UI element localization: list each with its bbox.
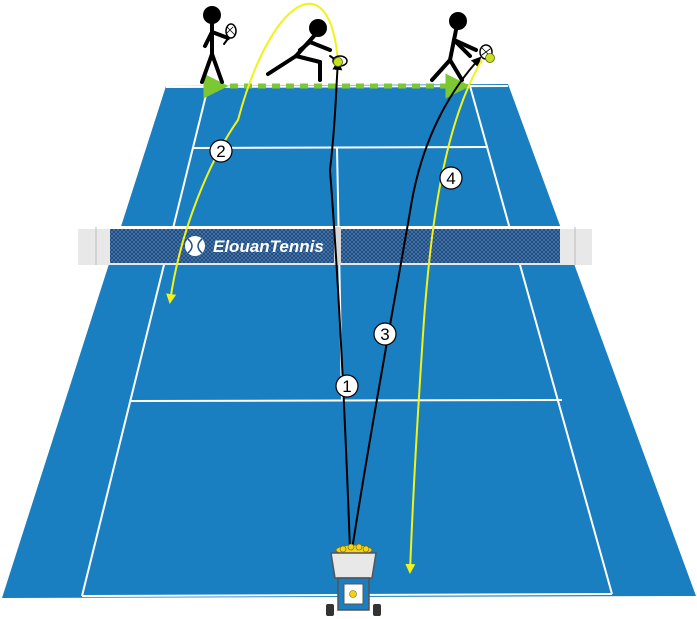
shot-label-1: 1 (335, 374, 359, 398)
shot-4-trajectory (405, 59, 483, 574)
court-surface (2, 84, 696, 598)
svg-text:4: 4 (446, 169, 455, 188)
svg-text:2: 2 (216, 142, 225, 161)
brand-logo: ElouanTennis (185, 236, 324, 256)
stick-figure-player-icon (430, 12, 493, 82)
ball-machine-icon (326, 543, 381, 616)
shot-label-2: 2 (209, 139, 233, 163)
tennis-ball-icon (333, 57, 343, 67)
svg-text:1: 1 (342, 377, 351, 396)
shot-2-trajectory (166, 2, 339, 304)
shot-label-3: 3 (373, 322, 397, 346)
stick-figure-player-icon (266, 19, 348, 82)
stick-figure-player-icon (200, 6, 237, 84)
shot-1-trajectory (328, 60, 351, 551)
svg-text:3: 3 (380, 325, 389, 344)
tennis-ball-icon (485, 53, 495, 63)
brand-text: ElouanTennis (213, 237, 324, 256)
shot-3-trajectory (351, 56, 482, 551)
shot-label-4: 4 (439, 166, 463, 190)
